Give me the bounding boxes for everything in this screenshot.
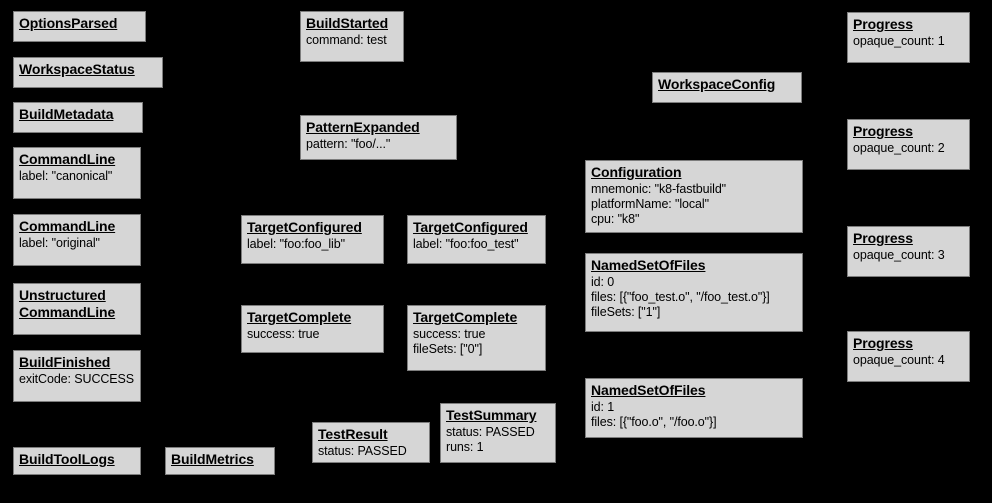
event-node-field: exitCode: SUCCESS: [19, 372, 135, 386]
event-node-title: Progress: [853, 123, 913, 139]
event-node-title: TestSummary: [446, 407, 537, 423]
event-node-title: TargetConfigured: [413, 219, 528, 235]
event-node-options-parsed[interactable]: OptionsParsed: [13, 11, 146, 42]
event-node-build-tool-logs[interactable]: BuildToolLogs: [13, 447, 141, 475]
event-node-field: label: "foo:foo_lib": [247, 237, 345, 251]
event-node-title: TestResult: [318, 426, 388, 442]
event-node-field: opaque_count: 2: [853, 141, 945, 155]
event-node-progress-4[interactable]: Progress opaque_count: 4: [847, 331, 970, 382]
event-node-field: label: "canonical": [19, 169, 113, 183]
event-node-title: TargetComplete: [247, 309, 352, 325]
event-node-body: status: PASSED: [318, 444, 424, 459]
event-node-field: success: true: [247, 327, 320, 341]
event-node-title: NamedSetOfFiles: [591, 382, 706, 398]
event-node-command-line-original[interactable]: CommandLine label: "original": [13, 214, 141, 266]
event-node-field: opaque_count: 1: [853, 34, 945, 48]
event-node-field: fileSets: ["0"]: [413, 342, 483, 356]
event-node-body: exitCode: SUCCESS: [19, 372, 135, 387]
event-node-command-line-canonical[interactable]: CommandLine label: "canonical": [13, 147, 141, 199]
event-node-field: cpu: "k8": [591, 212, 640, 226]
event-node-title: TargetComplete: [413, 309, 518, 325]
event-node-test-result[interactable]: TestResult status: PASSED: [312, 422, 430, 463]
event-node-field: id: 0: [591, 275, 615, 289]
event-node-title: Progress: [853, 230, 913, 246]
event-node-body: label: "original": [19, 236, 135, 251]
event-node-field: files: [{"foo.o", "/foo.o"}]: [591, 415, 717, 429]
event-node-field: command: test: [306, 33, 387, 47]
event-node-title: Progress: [853, 335, 913, 351]
event-node-unstructured-command-line[interactable]: Unstructured CommandLine: [13, 283, 141, 335]
event-node-title: OptionsParsed: [19, 15, 118, 31]
event-node-field: runs: 1: [446, 440, 484, 454]
event-node-field: files: [{"foo_test.o", "/foo_test.o"}]: [591, 290, 770, 304]
event-node-progress-1[interactable]: Progress opaque_count: 1: [847, 12, 970, 63]
event-node-body: success: true: [247, 327, 378, 342]
event-node-title: WorkspaceStatus: [19, 61, 135, 77]
event-node-field: success: true: [413, 327, 486, 341]
event-node-workspace-status[interactable]: WorkspaceStatus: [13, 57, 163, 88]
event-node-target-complete-lib[interactable]: TargetComplete success: true: [241, 305, 384, 353]
event-node-configuration[interactable]: Configuration mnemonic: "k8-fastbuild"pla…: [585, 160, 803, 233]
event-node-body: mnemonic: "k8-fastbuild"platformName: "l…: [591, 182, 797, 227]
event-node-field: opaque_count: 4: [853, 353, 945, 367]
event-node-progress-3[interactable]: Progress opaque_count: 3: [847, 226, 970, 277]
event-node-title: BuildMetadata: [19, 106, 114, 122]
event-node-field: label: "original": [19, 236, 100, 250]
event-node-build-metrics[interactable]: BuildMetrics: [165, 447, 275, 475]
event-node-build-metadata[interactable]: BuildMetadata: [13, 102, 143, 133]
event-node-body: opaque_count: 2: [853, 141, 964, 156]
event-node-progress-2[interactable]: Progress opaque_count: 2: [847, 119, 970, 170]
event-node-field: pattern: "foo/...": [306, 137, 391, 151]
event-node-body: opaque_count: 4: [853, 353, 964, 368]
event-node-title: Unstructured CommandLine: [19, 287, 116, 320]
event-node-body: opaque_count: 1: [853, 34, 964, 49]
event-node-title: BuildStarted: [306, 15, 389, 31]
event-node-title: BuildMetrics: [171, 451, 254, 467]
event-node-title: TargetConfigured: [247, 219, 362, 235]
event-node-title: CommandLine: [19, 151, 116, 167]
event-node-title: PatternExpanded: [306, 119, 420, 135]
event-node-field: id: 1: [591, 400, 615, 414]
event-node-field: status: PASSED: [446, 425, 535, 439]
event-node-body: command: test: [306, 33, 398, 48]
event-node-pattern-expanded[interactable]: PatternExpanded pattern: "foo/...": [300, 115, 457, 160]
event-node-field: platformName: "local": [591, 197, 709, 211]
event-node-field: fileSets: ["1"]: [591, 305, 661, 319]
event-node-field: status: PASSED: [318, 444, 407, 458]
event-node-field: mnemonic: "k8-fastbuild": [591, 182, 727, 196]
event-node-build-started[interactable]: BuildStarted command: test: [300, 11, 404, 62]
event-node-body: opaque_count: 3: [853, 248, 964, 263]
event-node-field: opaque_count: 3: [853, 248, 945, 262]
event-node-title: BuildToolLogs: [19, 451, 115, 467]
event-node-title: WorkspaceConfig: [658, 76, 776, 92]
event-node-body: label: "foo:foo_lib": [247, 237, 378, 252]
event-node-field: label: "foo:foo_test": [413, 237, 519, 251]
event-node-workspace-config[interactable]: WorkspaceConfig: [652, 72, 802, 103]
event-node-title: Configuration: [591, 164, 682, 180]
event-node-title: CommandLine: [19, 218, 116, 234]
event-node-body: label: "canonical": [19, 169, 135, 184]
event-node-title: BuildFinished: [19, 354, 111, 370]
event-node-title: Progress: [853, 16, 913, 32]
event-node-body: label: "foo:foo_test": [413, 237, 540, 252]
event-node-target-configured-foo-test[interactable]: TargetConfigured label: "foo:foo_test": [407, 215, 546, 264]
event-node-target-configured-foo-lib[interactable]: TargetConfigured label: "foo:foo_lib": [241, 215, 384, 264]
event-node-body: pattern: "foo/...": [306, 137, 451, 152]
event-node-title: NamedSetOfFiles: [591, 257, 706, 273]
event-node-build-finished[interactable]: BuildFinished exitCode: SUCCESS: [13, 350, 141, 402]
